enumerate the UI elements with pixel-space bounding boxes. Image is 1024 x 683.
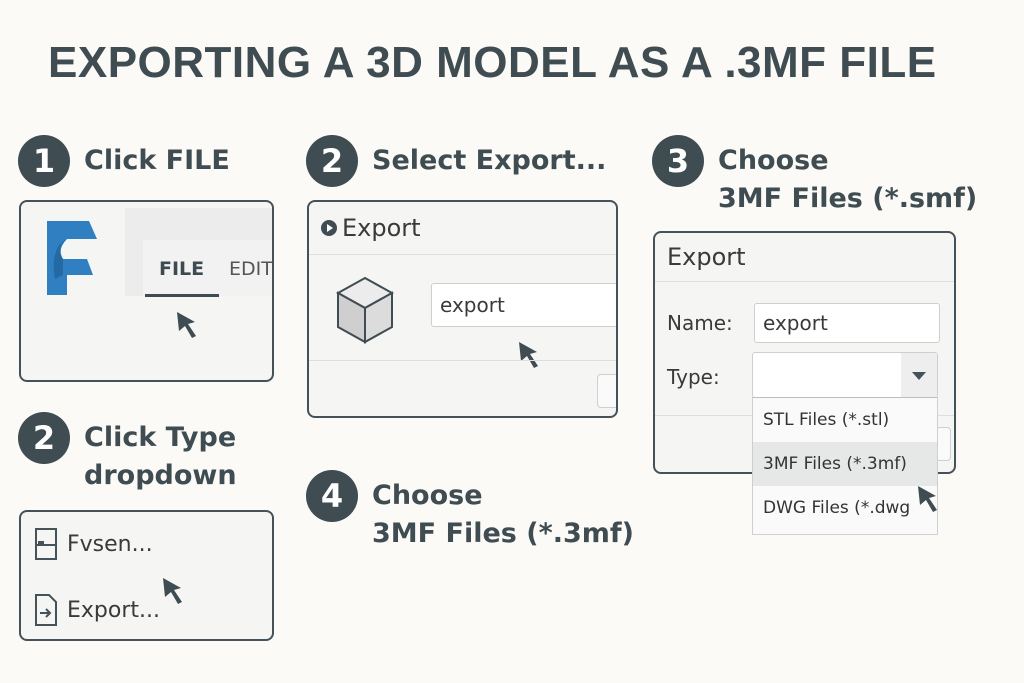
- page-title: EXPORTING A 3D MODEL AS A .3MF FILE: [48, 38, 937, 87]
- name-input[interactable]: export: [431, 283, 616, 327]
- step-3-header: 3 Choose 3MF Files (*.smf): [652, 135, 977, 218]
- divider: [309, 360, 616, 361]
- step-2b-header: 2 Click Type dropdown: [18, 412, 237, 495]
- step-label: Select Export...: [372, 145, 607, 176]
- cursor-icon: [177, 312, 196, 338]
- step-label: Click FILE: [84, 145, 230, 176]
- step-4-header: 4 Choose 3MF Files (*.3mf): [306, 470, 634, 553]
- step-1-panel: FILE EDIT: [19, 200, 274, 382]
- type-options-list: STL Files (*.stl) 3MF Files (*.3mf) DWG …: [752, 397, 938, 535]
- option-3mf[interactable]: 3MF Files (*.3mf): [753, 442, 937, 486]
- dropdown-toggle[interactable]: [901, 353, 937, 397]
- step-badge: 4: [306, 470, 358, 522]
- option-dwg[interactable]: DWG Files (*.dwg: [763, 498, 911, 518]
- step-label: Choose 3MF Files (*.3mf): [372, 480, 634, 549]
- name-input[interactable]: export: [754, 303, 940, 343]
- name-label: Name:: [667, 311, 733, 335]
- app-logo-icon: [47, 221, 97, 295]
- type-label: Type:: [667, 365, 720, 389]
- menu-item-export[interactable]: Export...: [35, 594, 160, 626]
- menu-bar: [143, 240, 272, 296]
- cursor-icon: [918, 486, 937, 512]
- chevron-down-icon: [912, 372, 926, 380]
- cursor-icon: [163, 578, 182, 604]
- export-file-icon: [35, 594, 57, 626]
- divider: [309, 254, 616, 255]
- active-menu-underline: [145, 294, 219, 297]
- divider: [655, 281, 954, 282]
- step-2-header: 2 Select Export...: [306, 135, 606, 187]
- step-label: Click Type dropdown: [84, 422, 237, 491]
- step-badge: 2: [18, 412, 70, 464]
- step-2-export-dialog: Export export: [307, 200, 618, 418]
- menu-edit[interactable]: EDIT: [229, 258, 273, 280]
- step-2b-file-menu: Fvsen... Export...: [19, 510, 274, 641]
- dialog-title: Export: [321, 214, 421, 242]
- save-icon: [35, 528, 57, 560]
- step-badge: 3: [652, 135, 704, 187]
- option-stl[interactable]: STL Files (*.stl): [763, 410, 890, 430]
- cube-icon: [335, 276, 395, 344]
- cursor-icon: [519, 342, 538, 368]
- step-badge: 2: [306, 135, 358, 187]
- menu-file[interactable]: FILE: [159, 258, 205, 280]
- step-badge: 1: [18, 135, 70, 187]
- step-1-header: 1 Click FILE: [18, 135, 230, 187]
- dialog-title: Export: [667, 243, 746, 271]
- step-label: Choose 3MF Files (*.smf): [718, 145, 978, 214]
- play-circle-icon: [321, 220, 337, 236]
- dialog-button[interactable]: [597, 374, 616, 408]
- menu-item-save[interactable]: Fvsen...: [35, 528, 153, 560]
- type-select[interactable]: [752, 352, 938, 398]
